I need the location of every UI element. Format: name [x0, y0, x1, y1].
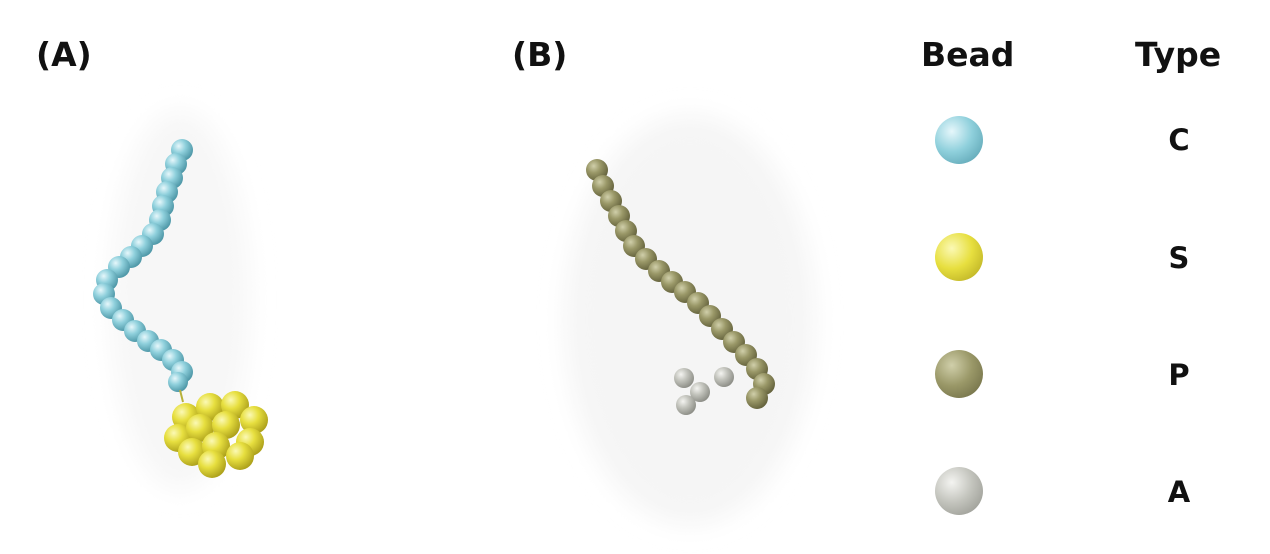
legend-type-a: A: [1167, 475, 1191, 509]
legend-bead-a: [935, 467, 983, 515]
panel-a-bond: [179, 389, 184, 403]
legend-bead-header: Bead: [921, 35, 1015, 74]
legend-type-p: P: [1168, 358, 1190, 392]
panel-b-p-chain: [586, 159, 775, 409]
legend-type-header: Type: [1135, 35, 1222, 74]
legend-bead-s: [935, 233, 983, 281]
panel-a-s-cluster: [164, 391, 268, 478]
panel-a-c-chain: [93, 139, 193, 392]
panel-b-label: (B): [512, 35, 568, 74]
panel-b-a-beads: [674, 367, 734, 415]
legend-type-s: S: [1168, 241, 1190, 275]
legend-bead-c: [935, 116, 983, 164]
panel-a-label: (A): [36, 35, 92, 74]
legend-type-c: C: [1168, 123, 1190, 157]
legend-bead-p: [935, 350, 983, 398]
